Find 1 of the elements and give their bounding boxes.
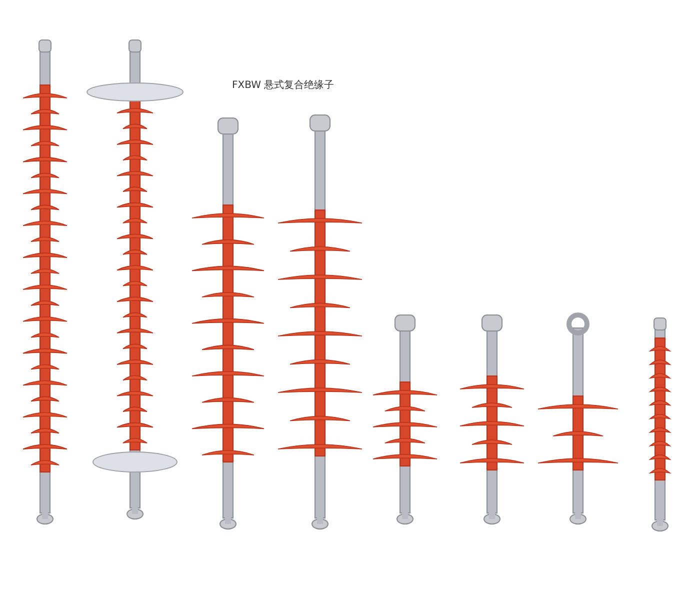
caption-text: FXBW 悬式复合绝缘子 <box>232 78 334 92</box>
